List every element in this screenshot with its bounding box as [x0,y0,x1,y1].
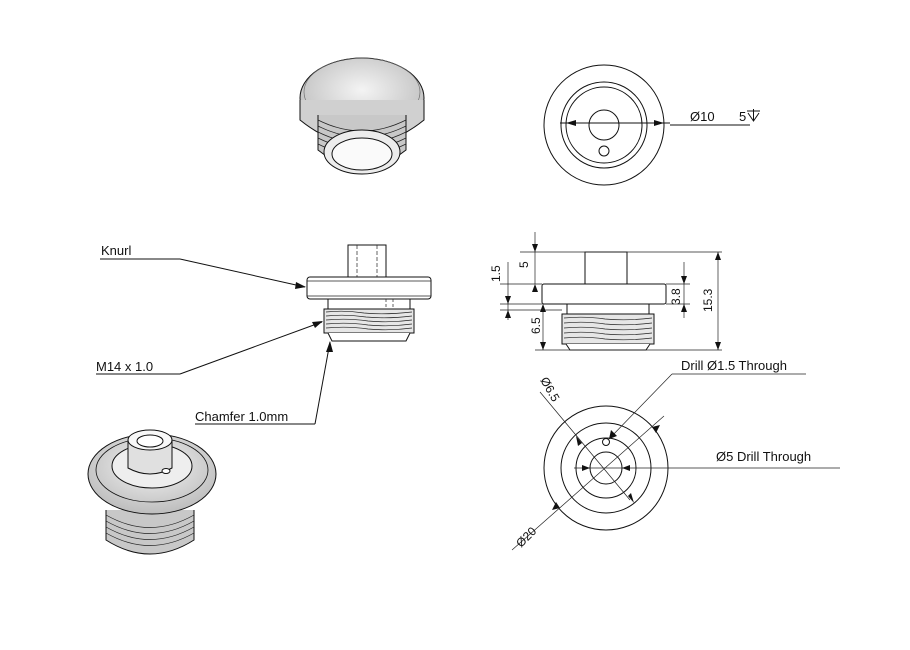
thread-label: M14 x 1.0 [96,359,153,374]
chamfer-callout: Chamfer 1.0mm [195,341,333,425]
dim-15-3: 15.3 [701,288,715,312]
knurl-callout: Knurl [100,243,306,289]
iso-view-top [87,429,217,555]
depth-symbol [747,109,760,122]
thread-callout: M14 x 1.0 [96,321,323,375]
bottom-view: Ø5 Drill Through Ø6.5 Ø20 Drill Ø1.5 Thr… [511,358,840,551]
dia-6-5-label: Ø6.5 [537,375,562,405]
dim-6-5: 6.5 [529,317,543,334]
bore-dia-label: Ø10 [690,109,715,124]
knurl-label: Knurl [101,243,131,258]
main-drill-label: Ø5 Drill Through [716,449,811,464]
small-drill-label: Drill Ø1.5 Through [681,358,787,373]
side-view-left [306,244,432,342]
bore-depth-label: 5 [739,109,746,124]
dim-3-8: 3.8 [669,288,683,305]
top-view: Ø10 5 [543,64,760,186]
dim-5: 5 [517,261,531,268]
iso-view-bottom [299,57,425,175]
side-view-right: 5 1.5 6.5 3.8 15.3 [489,232,722,351]
chamfer-label: Chamfer 1.0mm [195,409,288,424]
dia-20-label: Ø20 [513,524,539,550]
dim-1-5: 1.5 [489,265,503,282]
